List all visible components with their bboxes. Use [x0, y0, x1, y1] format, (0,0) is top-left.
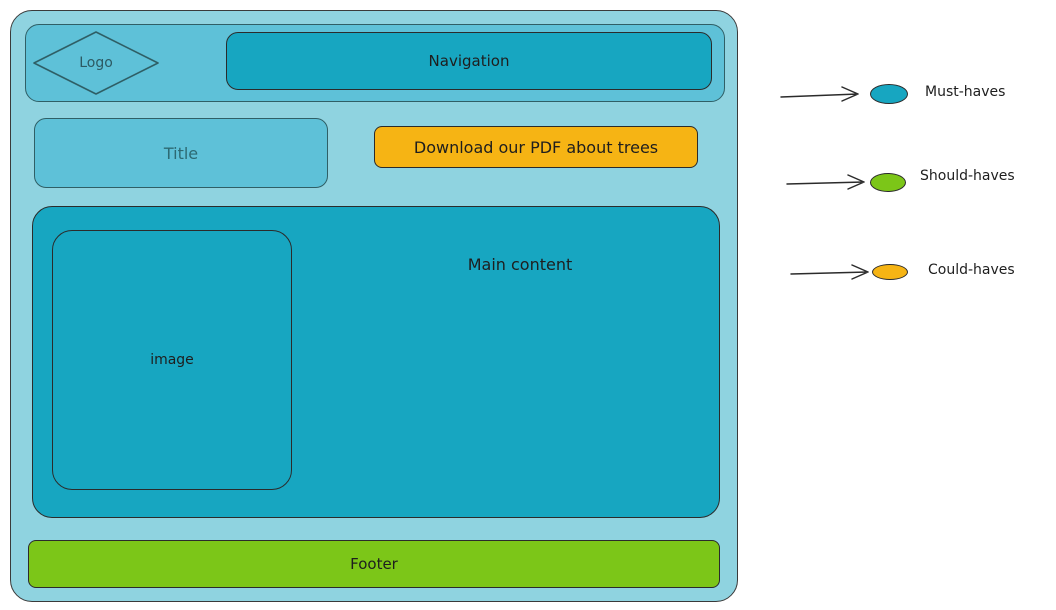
arrow-right-icon: [790, 264, 869, 280]
legend-dot-must: [870, 84, 908, 104]
legend-label-must: Must-haves: [925, 84, 1006, 100]
main-content-label: Main content: [467, 254, 573, 274]
legend-label-should: Should-haves: [920, 168, 1015, 184]
navigation-bar[interactable]: Navigation: [226, 32, 712, 90]
footer-label: Footer: [350, 555, 398, 573]
title-box: Title: [34, 118, 328, 188]
legend-dot-could: [872, 264, 908, 280]
footer-bar: Footer: [28, 540, 720, 588]
image-label: image: [150, 352, 194, 368]
logo-label: Logo: [79, 55, 113, 71]
navigation-label: Navigation: [428, 52, 510, 70]
logo-diamond: [33, 31, 159, 95]
legend-label-could: Could-haves: [928, 262, 1015, 278]
download-pdf-button[interactable]: Download our PDF about trees: [374, 126, 698, 168]
image-placeholder: image: [52, 230, 292, 490]
download-pdf-label: Download our PDF about trees: [413, 137, 659, 157]
arrow-right-icon: [780, 86, 859, 102]
legend-dot-should: [870, 173, 906, 192]
title-label: Title: [163, 143, 199, 163]
arrow-right-icon: [786, 174, 865, 190]
